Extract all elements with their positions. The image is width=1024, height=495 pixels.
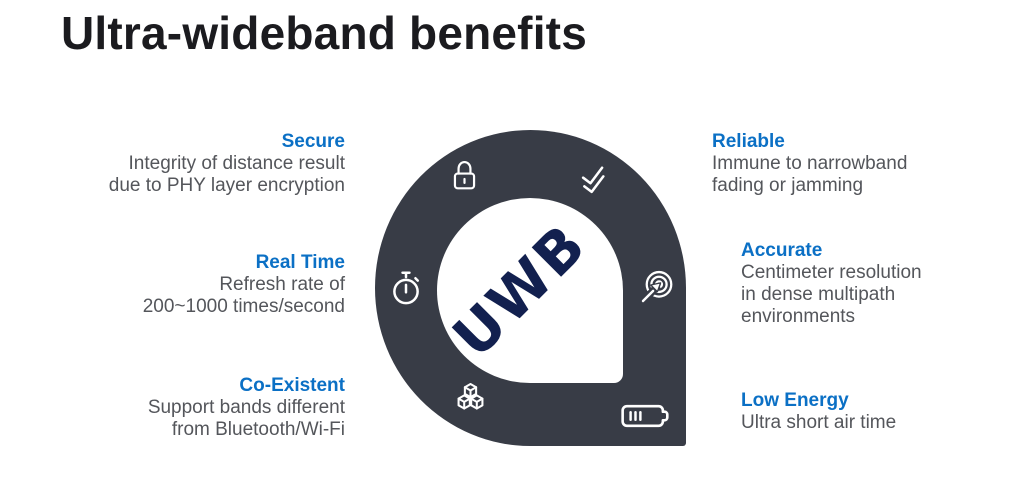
benefit-line: Refresh rate of — [219, 274, 345, 295]
benefit-line: from Bluetooth/Wi-Fi — [171, 419, 345, 440]
benefit-line: Support bands different — [147, 397, 345, 418]
benefit-line: Ultra short air time — [741, 412, 897, 433]
benefit-title: Reliable — [712, 131, 785, 152]
benefit-title: Accurate — [741, 240, 823, 261]
benefit-title: Secure — [281, 131, 345, 152]
benefit-line: 200~1000 times/second — [142, 296, 345, 317]
stopwatch-icon — [388, 269, 424, 308]
benefit-accurate: Accurate Centimeter resolution in dense … — [741, 240, 1021, 328]
benefit-co-existent: Co-Existent Support bands different from… — [20, 375, 345, 441]
benefit-line: due to PHY layer encryption — [108, 175, 345, 196]
benefit-title: Low Energy — [741, 390, 849, 411]
benefit-title: Real Time — [255, 252, 345, 273]
benefit-line: fading or jamming — [712, 175, 864, 196]
benefit-line: Centimeter resolution — [741, 262, 922, 283]
benefit-real-time: Real Time Refresh rate of 200~1000 times… — [20, 252, 345, 318]
benefit-line: environments — [741, 306, 856, 327]
uwb-graphic: UWB — [375, 130, 686, 446]
cubes-icon — [452, 382, 489, 417]
lock-icon — [449, 158, 480, 193]
benefit-line: Integrity of distance result — [128, 153, 346, 174]
benefit-title: Co-Existent — [239, 375, 345, 396]
benefit-line: in dense multipath — [741, 284, 896, 305]
benefit-reliable: Reliable Immune to narrowband fading or … — [712, 131, 1012, 197]
teardrop-ring: UWB — [375, 130, 686, 446]
teardrop-hole — [437, 198, 623, 383]
double-check-icon — [576, 165, 611, 196]
benefit-low-energy: Low Energy Ultra short air time — [741, 390, 1021, 434]
battery-icon — [620, 403, 673, 429]
target-arrow-icon — [639, 269, 675, 305]
benefit-line: Immune to narrowband — [712, 153, 908, 174]
benefit-secure: Secure Integrity of distance result due … — [20, 131, 345, 197]
page-title: Ultra-wideband benefits — [61, 7, 587, 59]
